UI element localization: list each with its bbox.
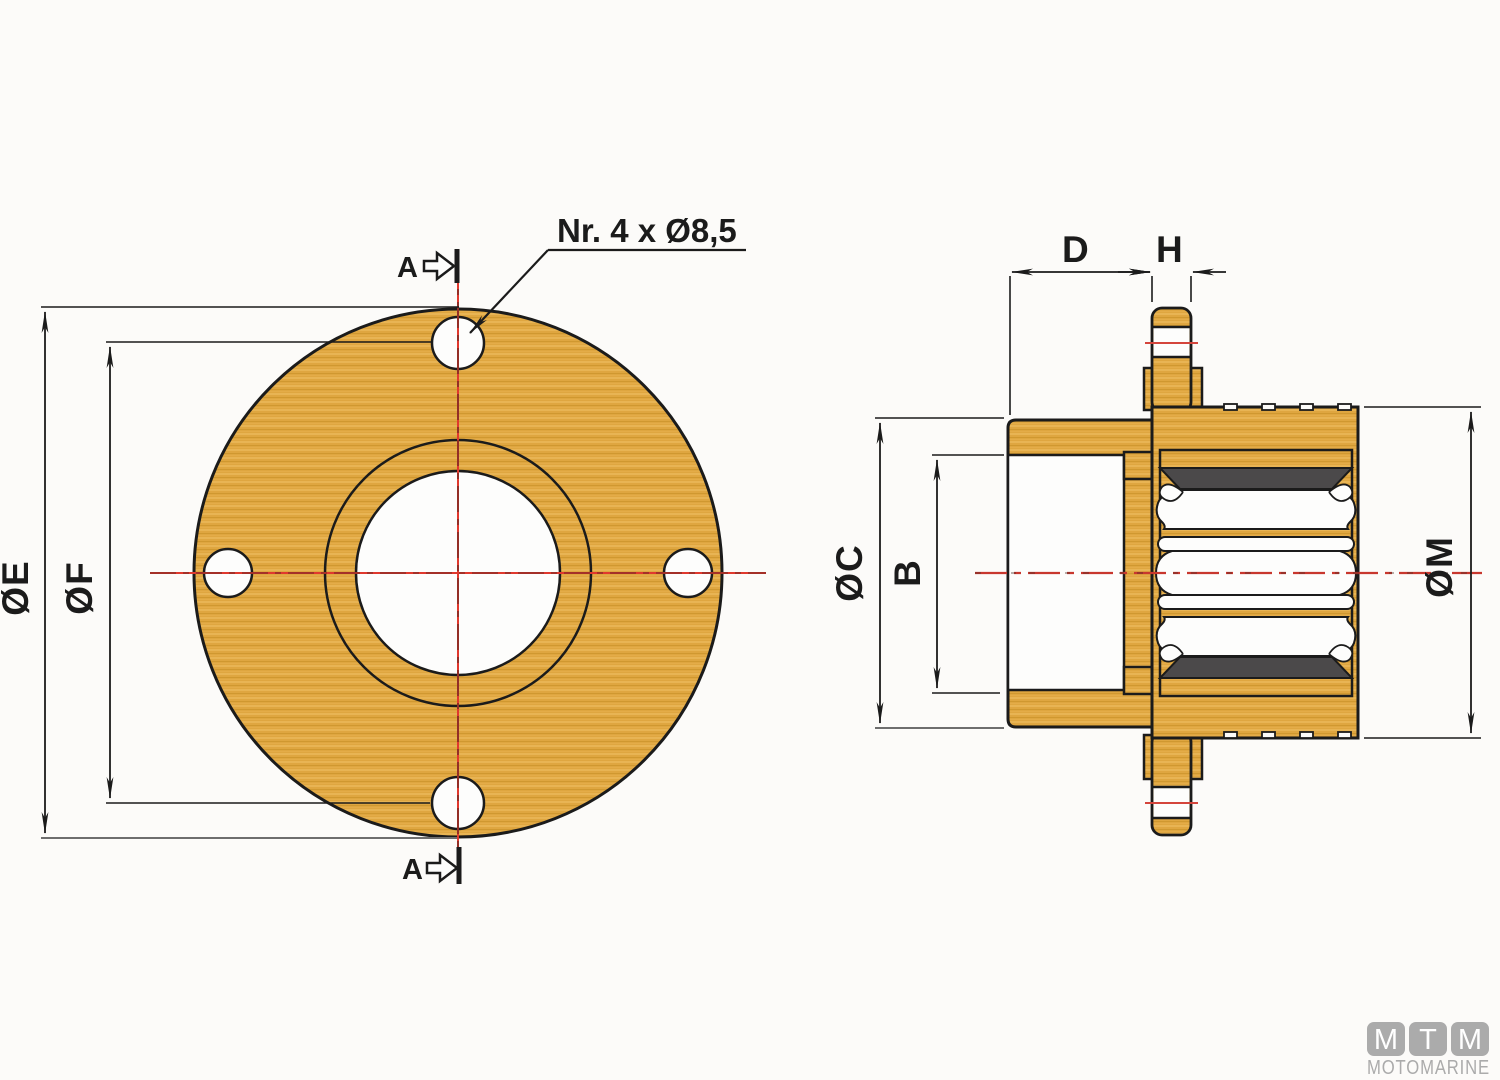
- section-arrow-icon: [425, 852, 460, 884]
- dim-label-of: ØF: [59, 561, 100, 614]
- section-letter-top: A: [397, 252, 418, 284]
- dim-flange-thickness: H: [1118, 229, 1226, 302]
- section-marker-top: A: [397, 249, 460, 284]
- dim-outer-diameter: ØE: [0, 306, 459, 839]
- flange-tab-top: [1150, 306, 1193, 414]
- logo-letter-1: M: [1374, 1024, 1398, 1056]
- section-letter-bottom: A: [402, 854, 423, 886]
- side-view: D H ØC B ØM: [829, 229, 1482, 837]
- hole-note-text: Nr. 4 x Ø8,5: [557, 212, 737, 249]
- flange-tab-bottom: [1150, 730, 1193, 837]
- dim-label-d: D: [1062, 229, 1090, 270]
- rubber-ring-top: [1157, 467, 1355, 490]
- logo-subtitle: MOTOMARINE: [1367, 1057, 1490, 1079]
- section-marker-bottom: A: [402, 847, 462, 886]
- dim-label-b: B: [887, 559, 928, 587]
- dim-hub-outer: ØC: [829, 417, 1004, 729]
- rubber-ring-bottom: [1157, 656, 1355, 679]
- dim-label-oe: ØE: [0, 560, 36, 615]
- dim-bore: B: [887, 454, 1004, 694]
- dim-label-om: ØM: [1419, 536, 1460, 598]
- dim-drum-outer: ØM: [1364, 406, 1481, 739]
- section-arrow-icon: [422, 250, 457, 282]
- hole-note-leader: Nr. 4 x Ø8,5: [469, 212, 746, 334]
- dim-hub-length: D: [1009, 229, 1151, 415]
- tab-bolt-hole-top: [1145, 325, 1198, 359]
- tab-bolt-hole-bottom: [1145, 785, 1198, 820]
- dim-label-oc: ØC: [829, 544, 870, 602]
- dim-bolt-circle: ØF: [59, 341, 432, 804]
- drum-notches: [1223, 403, 1352, 739]
- logo-letter-2: T: [1419, 1024, 1437, 1056]
- logo-letter-3: M: [1458, 1024, 1482, 1056]
- dim-label-h: H: [1156, 229, 1184, 270]
- brand-logo: M T M MOTOMARINE: [1367, 1022, 1490, 1079]
- logo-block: [1409, 1022, 1447, 1056]
- front-centerlines: [150, 256, 766, 877]
- front-view: ØE ØF Nr. 4 x Ø8,5 A A: [0, 212, 766, 886]
- logo-block: [1367, 1022, 1405, 1056]
- logo-block: [1451, 1022, 1489, 1056]
